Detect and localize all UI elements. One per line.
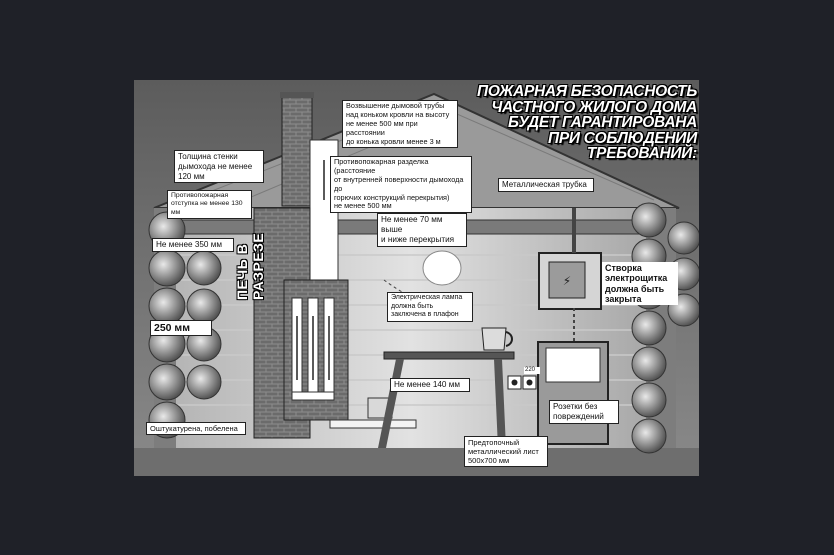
ceiling-lamp-shade [422, 250, 462, 286]
kettle-handle [505, 331, 513, 347]
right-log-wall [631, 202, 699, 454]
chimney-height-label: Возвышение дымовой трубы над коньком кро… [342, 100, 458, 149]
metal-tube-label: Металлическая трубка [498, 178, 594, 192]
electrical-panel-door [548, 261, 586, 299]
fire-gap-label: Противопожарная отступка не менее 130 мм [167, 190, 252, 219]
wall-sockets [507, 375, 537, 390]
min-140-label: Не менее 140 мм [390, 378, 470, 392]
fire-cut-label: Противопожарная разделка (расстояние от … [330, 156, 472, 214]
min-350-label: Не менее 350 мм [152, 238, 234, 252]
floor [134, 448, 699, 476]
smoke-flow-arrows [296, 160, 330, 380]
socket-voltage-label: 220 [524, 367, 540, 375]
metal-sheet-label: Предтопочный металлический лист 500х700 … [464, 436, 548, 468]
panel-door-label: Створка электрощитка должна быть закрыта [602, 262, 678, 306]
poster-title: ПОЖАРНАЯ БЕЗОПАСНОСТЬ ЧАСТНОГО ЖИЛОГО ДО… [476, 83, 697, 162]
plastered-label: Оштукатурена, побелена [146, 422, 246, 436]
table-leg-right [494, 359, 506, 448]
electric-lamp-label: Электрическая лампа должна быть заключен… [387, 292, 473, 322]
sockets-label: Розетки без повреждений [549, 400, 619, 424]
fire-safety-poster: ⚡ ПОЖАРНАЯ БЕЗОПАСНОСТЬ ЧАСТНОГО ЖИЛОГО … [134, 80, 699, 476]
table-top [383, 351, 515, 360]
kettle [481, 327, 507, 351]
electric-stove-panel [545, 347, 601, 383]
dimension-250-label: 250 мм [150, 320, 212, 337]
chimney-wall-thickness-label: Толщина стенки дымохода не менее 120 мм [174, 150, 264, 184]
lightning-icon: ⚡ [563, 274, 571, 288]
pre-fire-metal-sheet [329, 419, 417, 429]
min-70-label: Не менее 70 мм выше и ниже перекрытия [377, 213, 467, 247]
chimney-cap [280, 92, 314, 98]
chimney-pipe [281, 93, 313, 207]
